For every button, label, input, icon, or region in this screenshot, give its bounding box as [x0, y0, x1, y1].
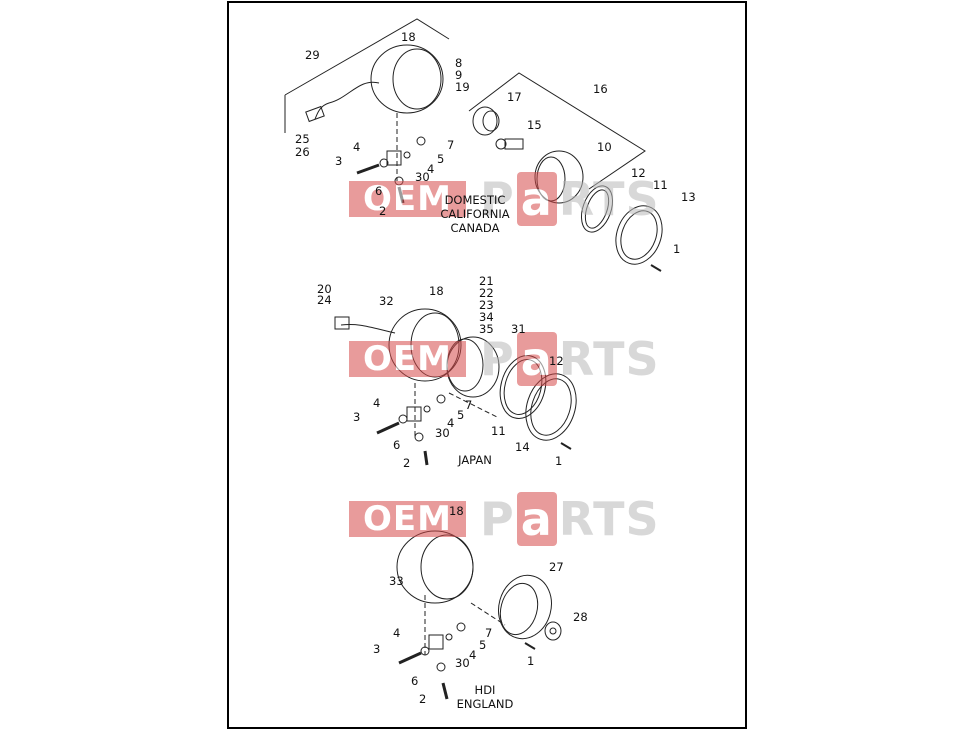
callout-number: 9	[455, 68, 463, 82]
callout-number: 35	[479, 322, 494, 336]
callout-number: 4	[447, 416, 455, 430]
callout-number: 20	[317, 282, 332, 296]
callout-number: 32	[379, 294, 394, 308]
callout-number: 26	[295, 145, 310, 159]
callout-number: 7	[485, 626, 493, 640]
region-label-domestic: DOMESTIC CALIFORNIA CANADA	[440, 193, 510, 235]
callout-number: 15	[527, 118, 542, 132]
callout-number: 29	[305, 48, 320, 62]
callout-number: 5	[457, 408, 465, 422]
callout-number: 1	[673, 242, 681, 256]
callout-number: 34	[479, 310, 494, 324]
callout-number: 13	[681, 190, 696, 204]
trim-ring-13	[615, 205, 663, 265]
callout-number: 12	[549, 354, 564, 368]
callout-number: 4	[353, 140, 361, 154]
callout-number: 7	[447, 138, 455, 152]
callout-number: 4	[427, 162, 435, 176]
callout-number: 12	[631, 166, 646, 180]
mount-block-30	[386, 150, 402, 166]
bulb-15	[504, 138, 524, 150]
callout-number: 8	[455, 56, 463, 70]
callout-number: 19	[455, 80, 470, 94]
housing-top	[370, 44, 444, 114]
callout-number: 22	[479, 286, 494, 300]
mount-block-30-middle	[406, 406, 422, 422]
bracket-16	[468, 72, 646, 190]
callout-number: 6	[375, 184, 383, 198]
callout-number: 30	[455, 656, 470, 670]
callout-number: 2	[419, 692, 427, 706]
callout-number: 4	[469, 648, 477, 662]
callout-number: 3	[335, 154, 343, 168]
bulb-socket-17	[472, 106, 498, 136]
callout-number: 18	[401, 30, 416, 44]
region-label-hdi: HDI ENGLAND	[456, 683, 514, 711]
callout-number: 4	[393, 626, 401, 640]
mount-block-30-bottom	[428, 634, 444, 650]
callout-number: 2	[403, 456, 411, 470]
region-label-japan: JAPAN	[458, 453, 492, 467]
callout-number: 2	[379, 204, 387, 218]
callout-number: 31	[511, 322, 526, 336]
callout-number: 7	[465, 398, 473, 412]
callout-number: 16	[593, 82, 608, 96]
callout-number: 24	[317, 293, 332, 307]
callout-number: 11	[491, 424, 506, 438]
callout-number: 25	[295, 132, 310, 146]
wire-harness-top	[314, 81, 380, 120]
wire-harness-middle	[340, 324, 396, 334]
callout-number: 30	[435, 426, 450, 440]
callout-number: 28	[573, 610, 588, 624]
callout-number: 5	[479, 638, 487, 652]
callout-number: 14	[515, 440, 530, 454]
seal-28	[544, 621, 562, 641]
trim-ring-14	[525, 373, 577, 441]
callout-number: 11	[653, 178, 668, 192]
callout-number: 10	[597, 140, 612, 154]
callout-number: 4	[373, 396, 381, 410]
callout-number: 18	[449, 504, 464, 518]
callout-number: 30	[415, 170, 430, 184]
ring-12-top	[580, 185, 614, 233]
housing-bottom	[396, 530, 474, 604]
callout-number: 21	[479, 274, 494, 288]
bracket-29	[284, 18, 450, 96]
callout-number: 6	[393, 438, 401, 452]
callout-number: 17	[507, 90, 522, 104]
callout-number: 1	[527, 654, 535, 668]
callout-number: 1	[555, 454, 563, 468]
callout-number: 27	[549, 560, 564, 574]
exploded-parts-illustration	[284, 18, 663, 700]
callout-number: 23	[479, 298, 494, 312]
callout-number: 3	[373, 642, 381, 656]
callout-number: 18	[429, 284, 444, 298]
callout-number: 6	[411, 674, 419, 688]
callout-number: 33	[389, 574, 404, 588]
cover-27	[498, 574, 552, 640]
callout-number: 5	[437, 152, 445, 166]
callout-number: 3	[353, 410, 361, 424]
